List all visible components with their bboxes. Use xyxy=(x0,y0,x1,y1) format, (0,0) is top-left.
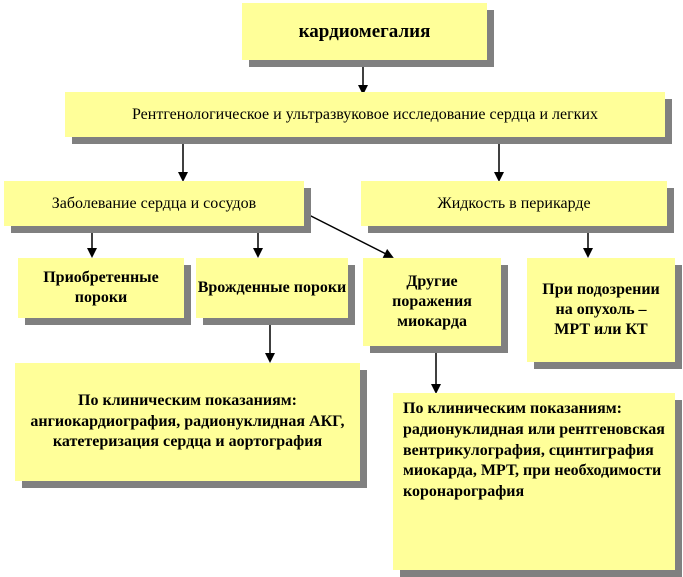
node-heart-vessel-disease: Заболевание сердца и сосудов xyxy=(4,181,304,226)
node-other-myocardial-lesions: Другие поражения миокарда xyxy=(363,258,501,346)
node-xray-ultrasound-exam: Рентгенологическое и ультразвуковое иссл… xyxy=(65,92,665,137)
arrow-heart-to-myocardium xyxy=(304,212,394,258)
node-cardiomegaly: кардиомегалия xyxy=(242,3,487,60)
node-pericardial-fluid: Жидкость в перикарде xyxy=(361,181,667,226)
node-congenital-defects: Врожденные пороки xyxy=(196,258,348,318)
node-congenital-clinical-indications: По клиническим показаниям: ангиокардиогр… xyxy=(15,363,360,481)
node-tumor-suspicion: При подозрении на опухоль – МРТ или КТ xyxy=(527,258,675,362)
node-acquired-defects: Приобретенные пороки xyxy=(18,258,184,318)
node-myocardium-clinical-indications: По клиническим показаниям: радионуклидна… xyxy=(393,393,675,570)
